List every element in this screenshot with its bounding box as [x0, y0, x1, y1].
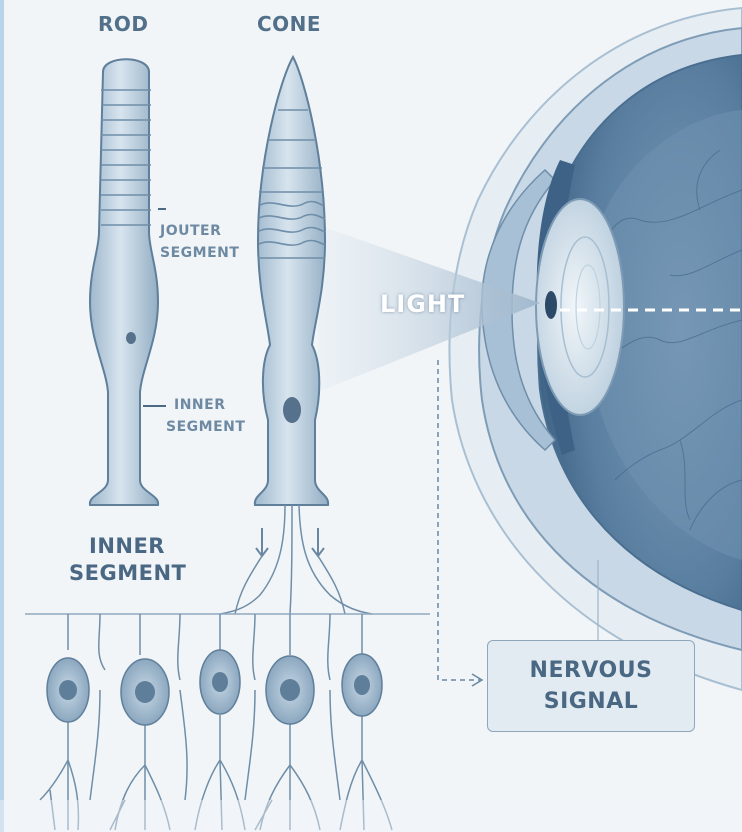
nervous-signal-line2: SIGNAL	[543, 689, 639, 714]
rod-discs	[101, 89, 151, 226]
axon-fibers	[219, 504, 373, 615]
eyeball	[448, 6, 742, 692]
outer-segment-line1: JOUTER	[160, 223, 222, 239]
rod-cell	[88, 58, 160, 506]
cone-nucleus	[283, 397, 301, 423]
neuron-somas	[46, 649, 383, 726]
inner-segment-label-big: INNER SEGMENT	[69, 533, 186, 587]
cone-cell	[253, 54, 330, 506]
inner-segment-big-line1: INNER	[89, 534, 165, 558]
rod-title: ROD	[98, 12, 149, 36]
light-label: LIGHT	[380, 290, 466, 318]
light-beam	[318, 225, 540, 392]
nervous-signal-box: NERVOUS SIGNAL	[487, 640, 695, 732]
cone-discs	[258, 109, 326, 259]
inner-segment-big-line2: SEGMENT	[69, 561, 187, 585]
down-arrows	[255, 528, 325, 558]
left-border	[0, 0, 4, 832]
rod-nucleus	[126, 332, 136, 344]
outer-segment-label: JOUTER SEGMENT	[160, 220, 239, 264]
inner-segment-label-small: INNER SEGMENT	[166, 394, 245, 438]
neuron-layer	[39, 613, 393, 831]
signal-path	[437, 360, 480, 681]
outer-segment-line2: SEGMENT	[160, 245, 240, 261]
nervous-signal-line1: NERVOUS	[529, 658, 653, 683]
inner-segment-small-line1: INNER	[174, 397, 226, 413]
inner-segment-small-line2: SEGMENT	[166, 419, 246, 435]
cone-title: CONE	[257, 12, 322, 36]
